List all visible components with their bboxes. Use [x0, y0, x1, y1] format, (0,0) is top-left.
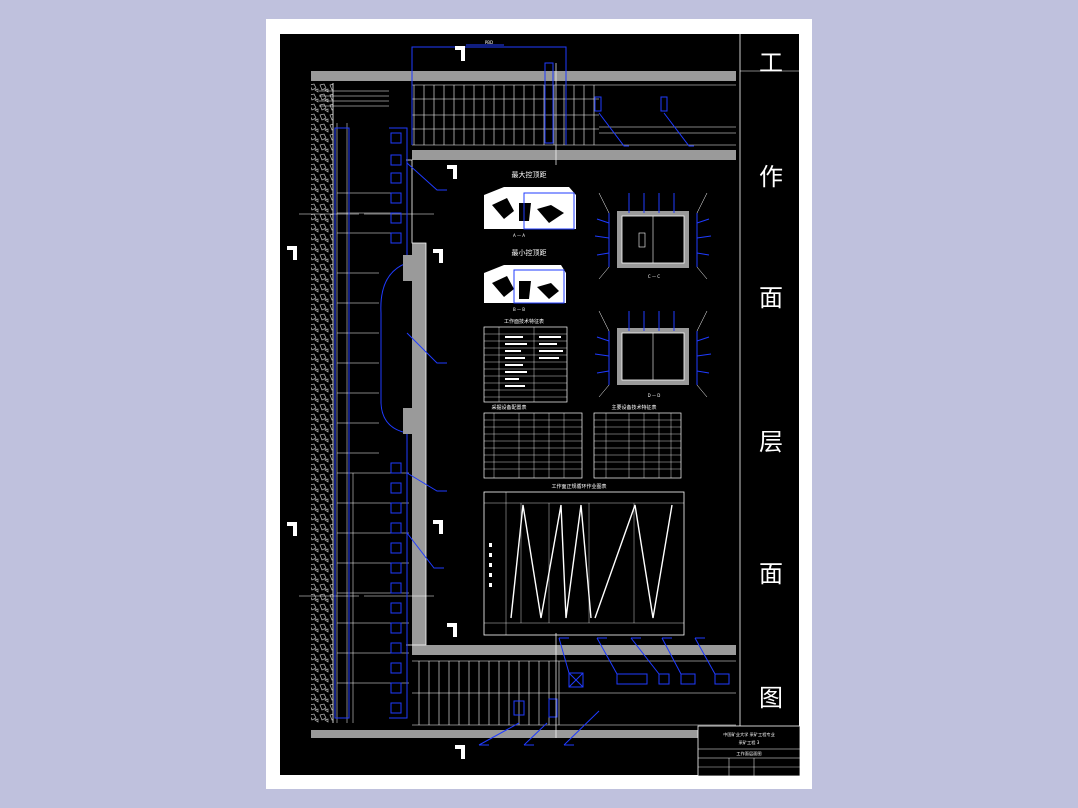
section-max-title: 最大控顶距 — [512, 170, 547, 179]
table2-title: 采掘设备配置表 — [491, 404, 526, 411]
title-char-5: 面 — [759, 560, 783, 588]
max-control-section: 最大控顶距 A — A 最小控顶距 B — B — [484, 170, 576, 312]
technical-feature-table: 工作面技术特征表 — [483, 318, 568, 403]
section-a-label: A — A — [513, 233, 525, 238]
title-char-1: 工 — [759, 49, 783, 77]
title-block-name: 工作面层面图 — [736, 750, 761, 757]
top-roadway: PBD — [311, 40, 736, 165]
section-d-label: D — D — [648, 393, 661, 398]
cycle-operation-chart: 工作面正规循环作业图表 — [483, 483, 685, 636]
roadway-section-d: D — D — [594, 310, 712, 398]
title-char-3: 面 — [759, 284, 783, 312]
title-char-6: 图 — [759, 684, 783, 712]
working-face — [287, 90, 457, 723]
section-c-label: C — C — [648, 274, 660, 279]
svg-text:PBD: PBD — [485, 40, 493, 45]
equipment-table: 采掘设备配置表 — [483, 404, 583, 479]
title-block-school: 中国矿业大学 采矿工程专业 — [723, 731, 775, 738]
title-char-2: 作 — [759, 163, 783, 191]
cad-drawing-area: PBD — [279, 33, 801, 777]
table1-title: 工作面技术特征表 — [504, 318, 544, 325]
title-block: 中国矿业大学 采矿工程专业 采矿工程 3 工作面层面图 — [697, 725, 801, 777]
table3-title: 主要设备技术特征表 — [611, 404, 656, 411]
section-b-label: B — B — [513, 307, 525, 312]
chart-title: 工作面正规循环作业图表 — [551, 483, 606, 490]
title-block-course: 采矿工程 3 — [739, 739, 760, 746]
roadway-section-c: C — C — [594, 192, 712, 280]
section-min-title: 最小控顶距 — [512, 248, 547, 257]
bottom-roadway — [311, 633, 736, 759]
vertical-title: 工 作 面 层 面 图 — [739, 33, 800, 776]
title-char-4: 层 — [759, 428, 783, 456]
rock-strata — [311, 83, 333, 723]
main-equipment-table: 主要设备技术特征表 — [593, 404, 682, 479]
